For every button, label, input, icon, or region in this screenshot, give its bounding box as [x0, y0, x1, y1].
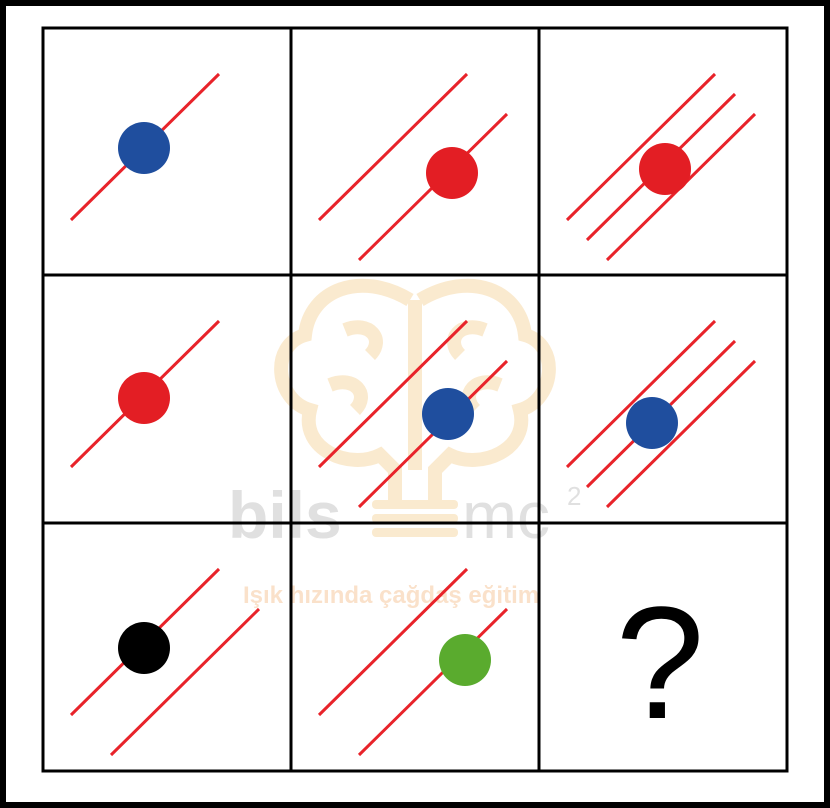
- watermark-slogan: Işık hızında çağdaş eğitim: [243, 582, 539, 609]
- diagonal-line: [317, 72, 469, 222]
- cell-r3-c1: [69, 567, 261, 757]
- diagonal-line: [565, 72, 717, 222]
- diagonal-line: [317, 567, 469, 717]
- brain-bulb-icon: [274, 278, 556, 500]
- bulb-base: [372, 500, 458, 537]
- diagonal-line: [109, 607, 261, 757]
- blue-dot: [626, 397, 678, 449]
- red-dot: [639, 143, 691, 195]
- blue-dot: [118, 122, 170, 174]
- diagonal-line: [565, 319, 717, 469]
- diagonal-line: [605, 359, 757, 509]
- diagonal-line: [357, 607, 509, 757]
- watermark: bils mc 2 Işık hızında çağdaş eğitim: [228, 278, 581, 609]
- watermark-brand-right: mc: [462, 478, 550, 552]
- cell-r1-c1: [69, 72, 221, 222]
- question-mark: ?: [616, 573, 705, 752]
- cell-r2-c1: [69, 319, 221, 469]
- cell-r1-c3: [565, 72, 757, 262]
- puzzle-cells: [69, 72, 757, 757]
- red-dot: [118, 372, 170, 424]
- cell-r2-c2: [317, 319, 509, 509]
- blue-dot: [422, 388, 474, 440]
- green-dot: [439, 634, 491, 686]
- watermark-brand-superscript: 2: [567, 481, 581, 511]
- watermark-brand-left: bils: [228, 478, 342, 552]
- grid-border: [41, 26, 789, 773]
- cell-r2-c3: [565, 319, 757, 509]
- cell-r3-c2: [317, 567, 509, 757]
- cell-r1-c2: [317, 72, 509, 262]
- black-dot: [118, 622, 170, 674]
- diagonal-line: [317, 319, 469, 469]
- red-dot: [426, 147, 478, 199]
